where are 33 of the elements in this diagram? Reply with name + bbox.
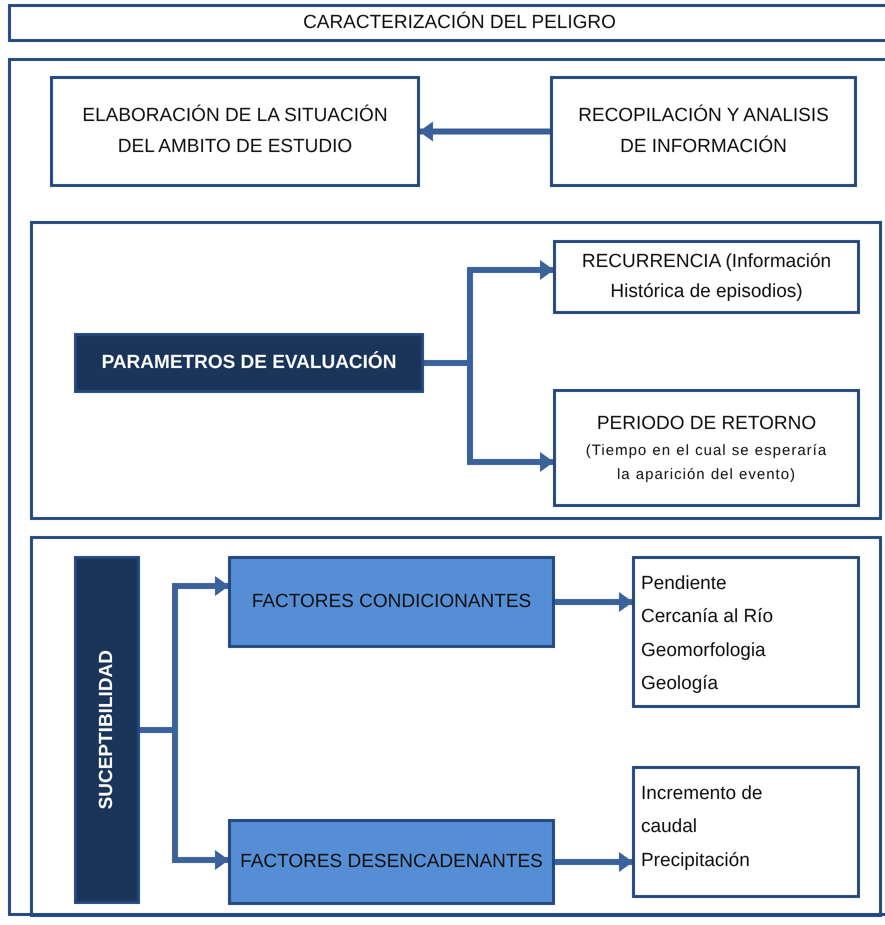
title-band bbox=[8, 4, 885, 42]
node-label: ELABORACIÓN DE LA SITUACIÓN DEL AMBITO DE ESTUDIO bbox=[81, 104, 389, 158]
factor-box bbox=[228, 819, 555, 905]
list-box bbox=[632, 556, 860, 708]
category-box bbox=[74, 333, 424, 393]
process-box bbox=[553, 240, 860, 314]
list-item: Pendiente bbox=[641, 572, 727, 596]
process-box bbox=[550, 76, 857, 187]
arrow bbox=[419, 122, 550, 142]
process-box bbox=[553, 389, 860, 507]
node-label: CARACTERIZACIÓN DEL PELIGRO bbox=[303, 10, 616, 35]
arrow bbox=[555, 852, 633, 872]
node-label: RECURRENCIA (Información Histórica de episodios) bbox=[580, 250, 832, 304]
list-item: Geomorfologia bbox=[641, 638, 766, 662]
list-item: Incremento de caudal bbox=[641, 782, 764, 840]
list-box bbox=[632, 766, 860, 898]
node-label: PERIODO DE RETORNO bbox=[596, 412, 816, 436]
arrow bbox=[555, 592, 633, 612]
node-label: FACTORES DESENCADENANTES bbox=[240, 850, 543, 874]
node-label: PARAMETROS DE EVALUACIÓN bbox=[102, 350, 396, 375]
frame-box bbox=[30, 536, 882, 917]
list-item: Geología bbox=[641, 672, 718, 696]
description-text: (Tiempo en el cual se esperaría la aparición del evento) bbox=[584, 441, 828, 486]
node-label: RECOPILACIÓN Y ANALISIS DE INFORMACIÓN bbox=[577, 104, 830, 158]
factor-box bbox=[228, 556, 555, 648]
node-label: SUCEPTIBILIDAD bbox=[94, 650, 118, 810]
category-box bbox=[74, 556, 140, 904]
process-box bbox=[50, 76, 420, 187]
list-item: Cercanía al Río bbox=[641, 605, 774, 630]
node-label: FACTORES CONDICIONANTES bbox=[252, 590, 532, 614]
frame-box bbox=[8, 58, 885, 916]
frame-box bbox=[30, 221, 882, 520]
list-item: Precipitación bbox=[641, 848, 750, 872]
